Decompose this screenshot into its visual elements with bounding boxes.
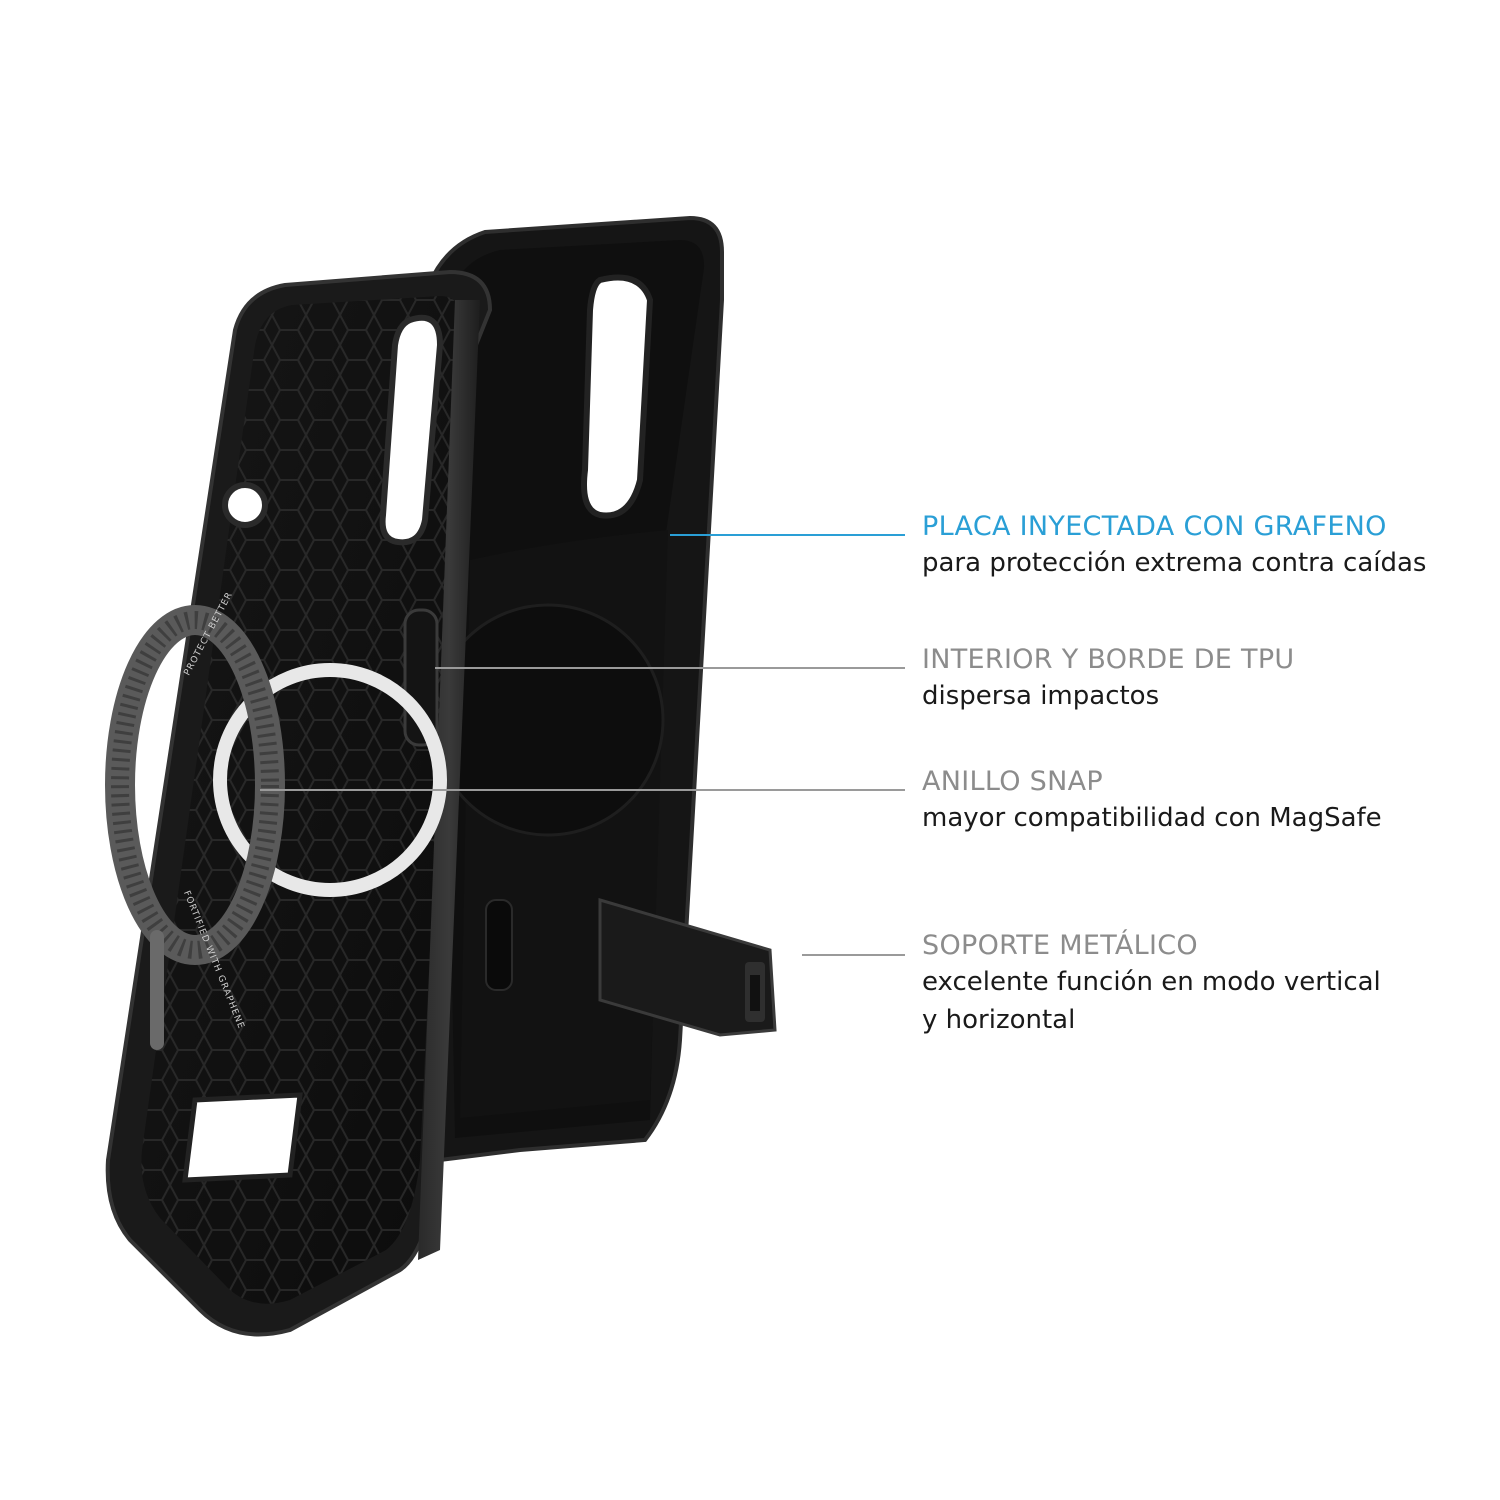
feature-title: SOPORTE METÁLICO [922,930,1198,961]
feature-tpu: INTERIOR Y BORDE DE TPU dispersa impacto… [922,643,1482,715]
feature-description: dispersa impactos [922,681,1160,711]
magsafe-plate-circle [431,603,665,837]
feature-graphene: PLACA INYECTADA CON GRAFENO para protecc… [922,510,1482,582]
feature-description: excelente función en modo vertical [922,967,1381,997]
feature-description: mayor compatibilidad con MagSafe [922,803,1382,833]
feature-description: para protección extrema contra caídas [922,548,1427,578]
feature-title: INTERIOR Y BORDE DE TPU [922,644,1295,675]
feature-kickstand: SOPORTE METÁLICO excelente función en mo… [922,929,1482,1039]
metal-kickstand [598,897,777,1037]
feature-snap-ring: ANILLO SNAP mayor compatibilidad con Mag… [922,765,1482,837]
feature-title: PLACA INYECTADA CON GRAFENO [922,511,1387,542]
feature-title: ANILLO SNAP [922,766,1103,797]
feature-description-line2: y horizontal [922,1005,1076,1035]
inner-tpu-case [105,269,493,1337]
